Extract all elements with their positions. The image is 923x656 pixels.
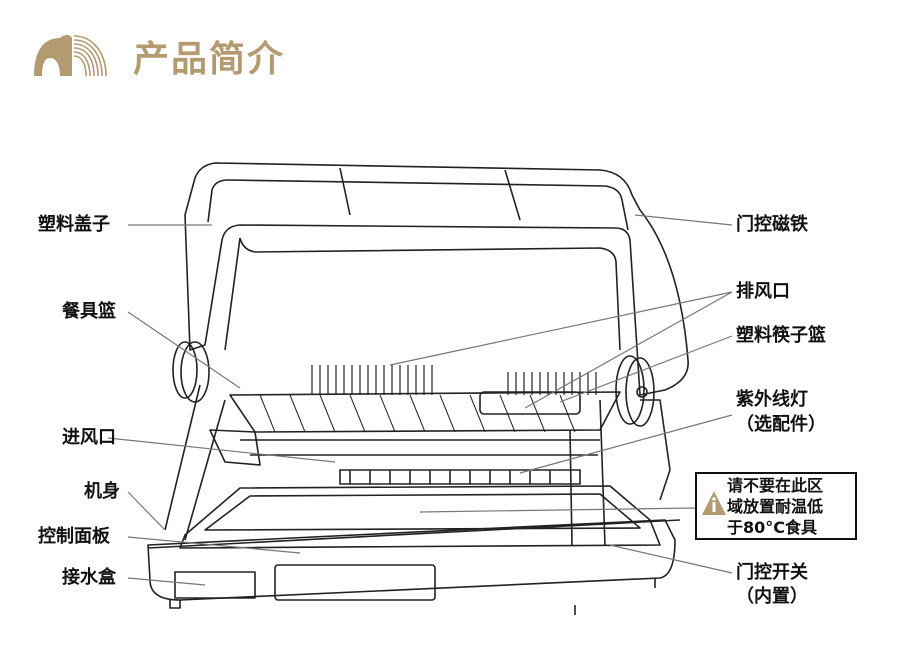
label-body: 机身 [84,481,120,502]
warning-line: 请不要在此区 [727,476,824,495]
lid-outline [184,162,689,396]
label-uv-lamp-note: （选配件） [736,414,826,435]
warning-box: 请不要在此区 域放置耐温低 于80°C食具 [695,472,857,540]
label-door-magnet: 门控磁铁 [736,214,808,235]
leader-lines [107,214,733,586]
label-chopstick-basket: 塑料筷子篮 [736,325,826,346]
label-basket: 餐具篮 [62,301,116,322]
label-uv-lamp: 紫外线灯 [736,389,808,410]
label-control-panel: 控制面板 [38,526,110,547]
label-air-inlet: 进风口 [62,427,116,448]
label-door-switch-note: （内置） [736,586,808,607]
warning-line: 域放置耐温低 [727,497,824,516]
page-title: 产品简介 [133,39,286,80]
warning-triangle-icon [702,491,726,515]
warning-line: 于80°C食具 [727,518,818,537]
brand-logo [30,30,110,82]
label-drip-tray: 接水盒 [62,567,116,588]
label-air-outlet: 排风口 [736,281,790,302]
label-door-switch: 门控开关 [736,562,808,583]
label-lid: 塑料盖子 [38,214,110,235]
